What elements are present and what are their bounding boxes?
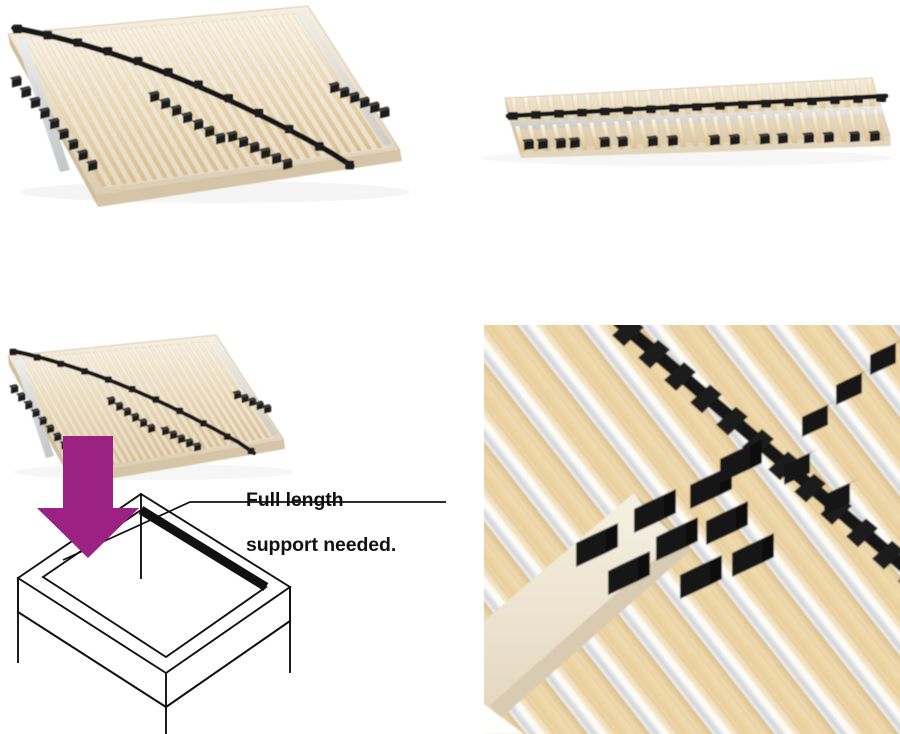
product-photo-top-left <box>0 0 440 215</box>
slatted-bed-base-low-angle-view <box>472 30 900 190</box>
full-length-support-callout: Full length support needed. <box>246 466 446 556</box>
slatted-bed-base-angled-view <box>0 0 440 215</box>
bed-frame-legs <box>17 493 291 734</box>
bed-frame-support-diagram <box>0 430 460 734</box>
downward-installation-arrow <box>37 436 139 558</box>
callout-line-2: support needed. <box>246 533 397 556</box>
centre-support-rail <box>138 506 269 591</box>
callout-line-1: Full length <box>246 488 344 511</box>
product-photo-top-right <box>472 30 900 190</box>
product-photo-bottom-right <box>484 325 900 734</box>
